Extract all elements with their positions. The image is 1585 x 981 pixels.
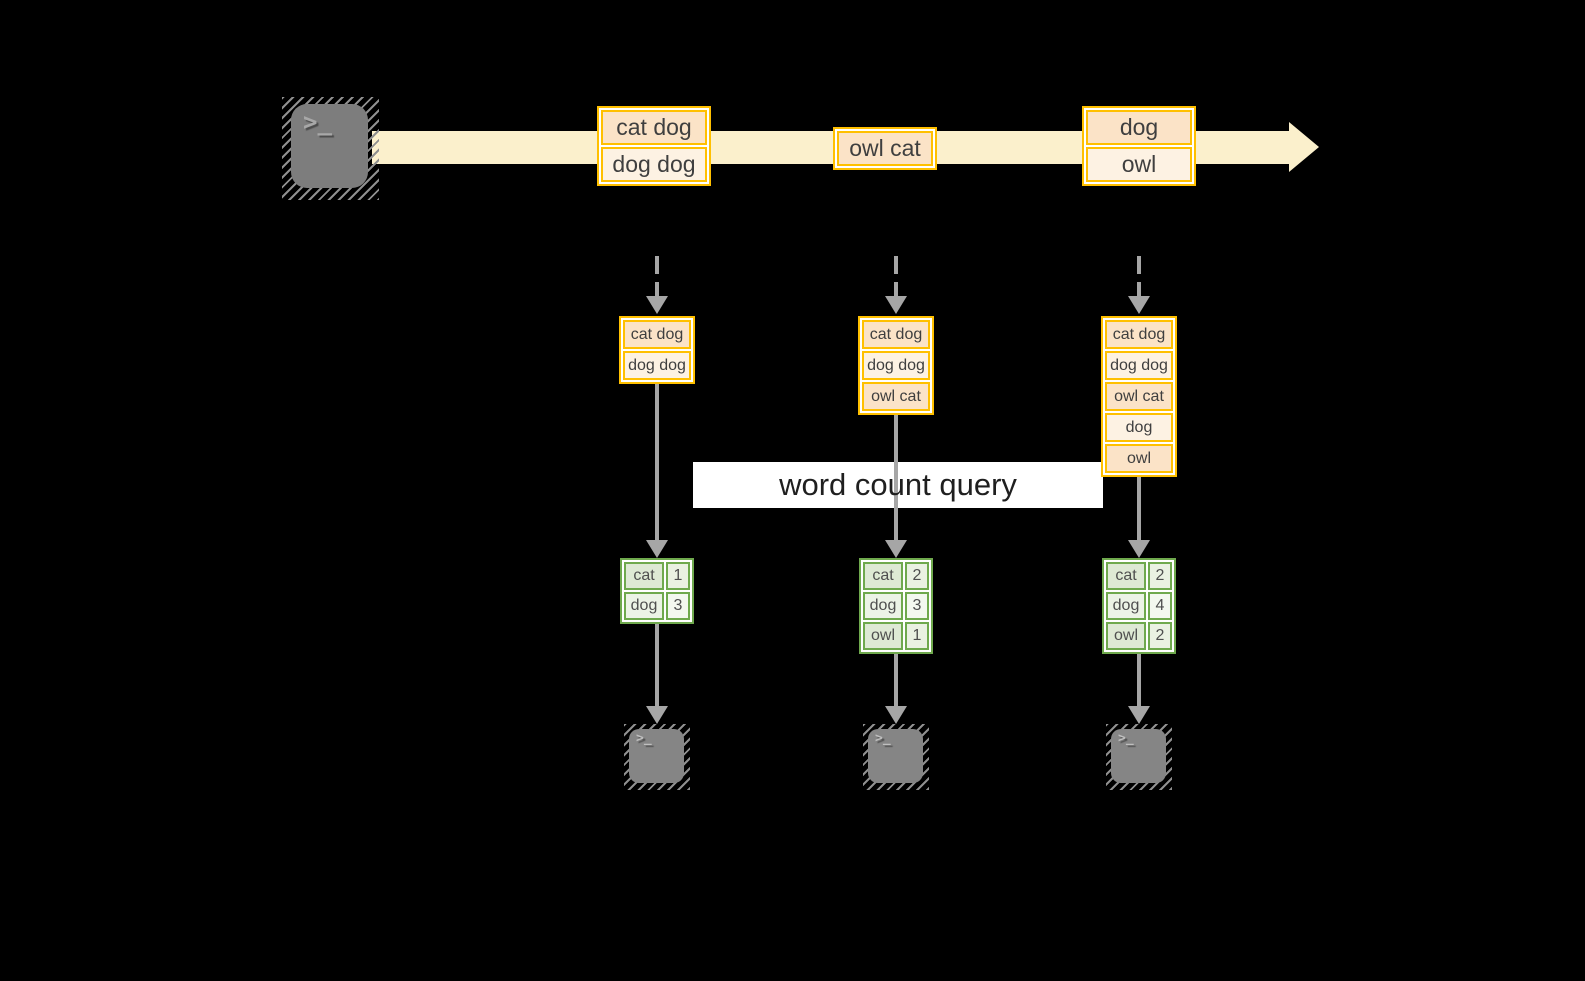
batch-line: dog	[1086, 110, 1192, 145]
pipeline-2-output-terminal-icon: >_	[863, 724, 929, 790]
terminal-screen: >_	[1111, 729, 1166, 783]
stream-batch-3-box: dog owl	[1082, 106, 1196, 186]
count-value-cell: 3	[905, 592, 929, 620]
pipeline-2-counts-table: cat 2 dog 3 owl 1	[859, 558, 933, 654]
stream-source-terminal-icon: >_	[282, 97, 379, 200]
pipeline-1-counts-table: cat 1 dog 3	[620, 558, 694, 624]
stream-arrowhead-icon	[1289, 122, 1319, 172]
count-value-cell: 2	[1148, 622, 1172, 650]
pipeline-1-input-arrow	[655, 256, 659, 298]
pipeline-1-state-box: cat dog dog dog	[619, 316, 695, 384]
terminal-prompt-glyph: >_	[875, 731, 891, 746]
pipeline-2-output-arrow	[894, 654, 898, 706]
pipeline-1-query-arrowhead-icon	[646, 540, 668, 558]
pipeline-2-input-arrowhead-icon	[885, 296, 907, 314]
count-value-cell: 2	[1148, 562, 1172, 590]
stream-batch-2-box: owl cat	[833, 127, 937, 170]
pipeline-3-query-arrow	[1137, 477, 1141, 540]
pipeline-3-query-arrowhead-icon	[1128, 540, 1150, 558]
pipeline-1-output-arrow	[655, 624, 659, 706]
terminal-screen: >_	[629, 729, 684, 783]
pipeline-1-input-arrowhead-icon	[646, 296, 668, 314]
pipeline-3-output-arrow	[1137, 654, 1141, 706]
count-word-cell: dog	[863, 592, 903, 620]
count-word-cell: owl	[1106, 622, 1146, 650]
count-word-cell: dog	[1106, 592, 1146, 620]
pipeline-2-query-arrow	[894, 415, 898, 540]
pipeline-2-state-box: cat dog dog dog owl cat	[858, 316, 934, 415]
state-line: cat dog	[862, 320, 930, 349]
pipeline-3-output-arrowhead-icon	[1128, 706, 1150, 724]
terminal-screen: >_	[868, 729, 923, 783]
count-word-cell: cat	[863, 562, 903, 590]
count-word-cell: cat	[624, 562, 664, 590]
batch-line: owl cat	[837, 131, 933, 166]
state-line: dog dog	[1105, 351, 1173, 380]
count-value-cell: 4	[1148, 592, 1172, 620]
count-value-cell: 3	[666, 592, 690, 620]
state-line: owl cat	[1105, 382, 1173, 411]
state-line: dog dog	[862, 351, 930, 380]
state-line: owl	[1105, 444, 1173, 473]
pipeline-1-query-arrow	[655, 384, 659, 540]
query-banner-label: word count query	[779, 467, 1017, 502]
pipeline-3-input-arrow	[1137, 256, 1141, 298]
count-value-cell: 1	[666, 562, 690, 590]
terminal-screen: >_	[291, 104, 368, 188]
pipeline-2-query-arrowhead-icon	[885, 540, 907, 558]
batch-line: cat dog	[601, 110, 707, 145]
batch-line: dog dog	[601, 147, 707, 182]
pipeline-1-output-arrowhead-icon	[646, 706, 668, 724]
state-line: dog dog	[623, 351, 691, 380]
count-word-cell: dog	[624, 592, 664, 620]
count-value-cell: 1	[905, 622, 929, 650]
count-word-cell: owl	[863, 622, 903, 650]
terminal-prompt-glyph: >_	[1118, 731, 1134, 746]
pipeline-2-output-arrowhead-icon	[885, 706, 907, 724]
stream-batch-1-box: cat dog dog dog	[597, 106, 711, 186]
pipeline-3-output-terminal-icon: >_	[1106, 724, 1172, 790]
terminal-prompt-glyph: >_	[303, 108, 332, 136]
pipeline-3-state-box: cat dog dog dog owl cat dog owl	[1101, 316, 1177, 477]
pipeline-3-input-arrowhead-icon	[1128, 296, 1150, 314]
state-line: cat dog	[1105, 320, 1173, 349]
state-line: dog	[1105, 413, 1173, 442]
pipeline-1-output-terminal-icon: >_	[624, 724, 690, 790]
count-word-cell: cat	[1106, 562, 1146, 590]
terminal-prompt-glyph: >_	[636, 731, 652, 746]
state-line: cat dog	[623, 320, 691, 349]
query-banner	[693, 462, 1103, 508]
batch-line: owl	[1086, 147, 1192, 182]
state-line: owl cat	[862, 382, 930, 411]
count-value-cell: 2	[905, 562, 929, 590]
pipeline-3-counts-table: cat 2 dog 4 owl 2	[1102, 558, 1176, 654]
pipeline-2-input-arrow	[894, 256, 898, 298]
